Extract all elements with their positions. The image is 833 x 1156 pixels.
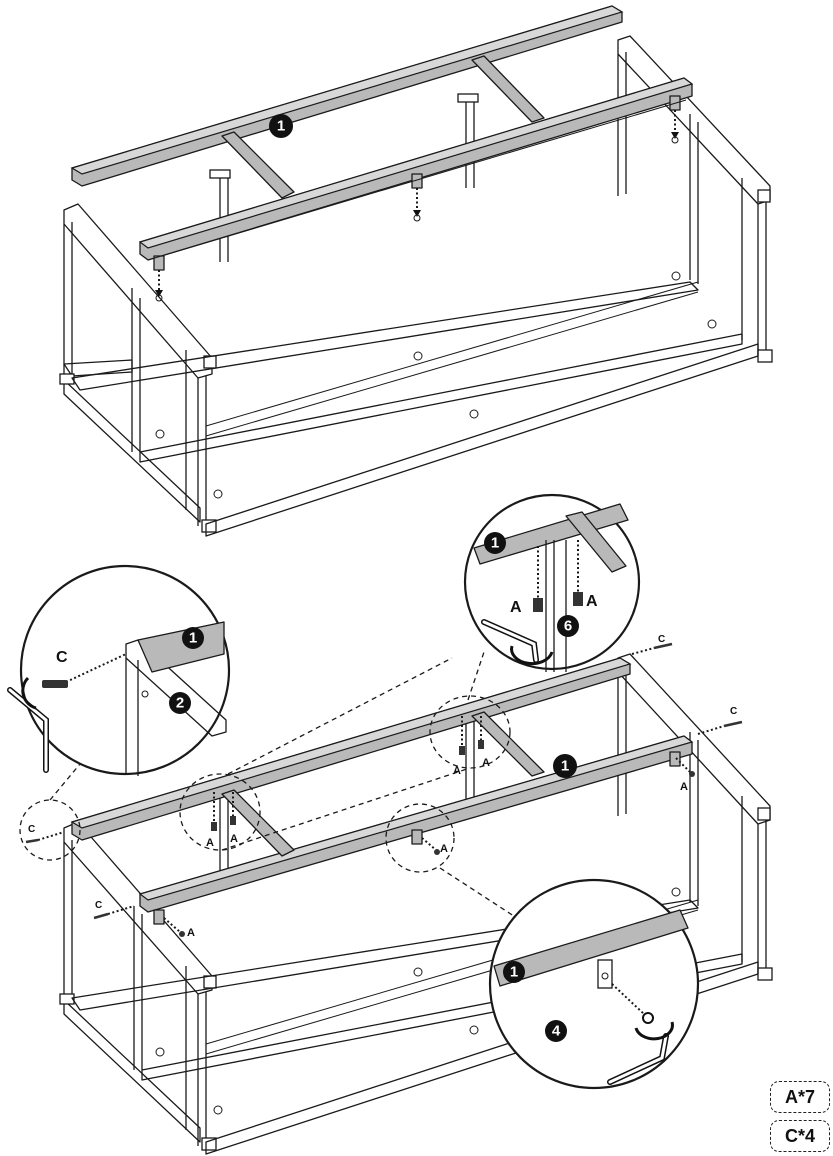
hardware-count-a: A*7: [770, 1081, 830, 1113]
bolt-a-label-2: A: [230, 833, 238, 845]
bolt-c-label-4: C: [730, 706, 737, 717]
callout-bolt-a-left: A: [510, 599, 522, 616]
callout-step6-badge: 6: [564, 618, 572, 635]
callout-bolt-a-right: A: [586, 593, 598, 610]
lower-long-rails: [71, 271, 759, 537]
bolt-a-label-3: A: [453, 765, 461, 777]
callout-top-rail-badge: 1: [491, 535, 499, 552]
callout-bracket-bolt: 1 4: [488, 878, 700, 1090]
bolt-a-label-5: A: [440, 843, 448, 855]
bolt-a-label-1: A: [206, 837, 214, 849]
bolt-c-markers: C C C C: [25, 634, 743, 920]
rail-number-label-installed: 1: [561, 758, 569, 775]
hardware-count-c: C*4: [770, 1120, 830, 1152]
callout-bolt-c-label: C: [56, 649, 68, 666]
detail-pointers: [19, 651, 521, 921]
bolt-c-label-1: C: [28, 824, 35, 835]
badge-rail-top: 1: [269, 114, 293, 138]
callout-side-bolt: C 1 2: [7, 564, 231, 776]
bolt-a-label-6: A: [187, 927, 195, 939]
rail-number-label: 1: [277, 118, 285, 135]
right-side-frame: [617, 35, 773, 363]
callout-rail-badge: 1: [189, 630, 197, 647]
drop-arrows: [155, 110, 679, 302]
bolt-a-label-7: A: [680, 781, 688, 793]
center-posts-lower: [219, 710, 475, 880]
badge-rail-installed: 1: [553, 754, 577, 778]
left-side-frame-lower: [59, 821, 217, 1151]
callout-side-frame-badge: 2: [176, 695, 184, 712]
bolt-c-label-2: C: [95, 900, 102, 911]
callout-step4-badge: 4: [552, 1023, 561, 1040]
callout-bracket-rail-badge: 1: [510, 964, 518, 981]
bolt-c-label-3: C: [658, 634, 665, 645]
callout-rail-bolts: A A 1 6: [463, 493, 641, 672]
top-rail-set: [70, 5, 694, 271]
left-side-frame: [59, 203, 217, 533]
top-frame-assembly: 1: [59, 5, 773, 537]
bolt-a-markers: A A A A A A A: [163, 716, 695, 939]
bolt-a-label-4: A: [482, 757, 490, 769]
